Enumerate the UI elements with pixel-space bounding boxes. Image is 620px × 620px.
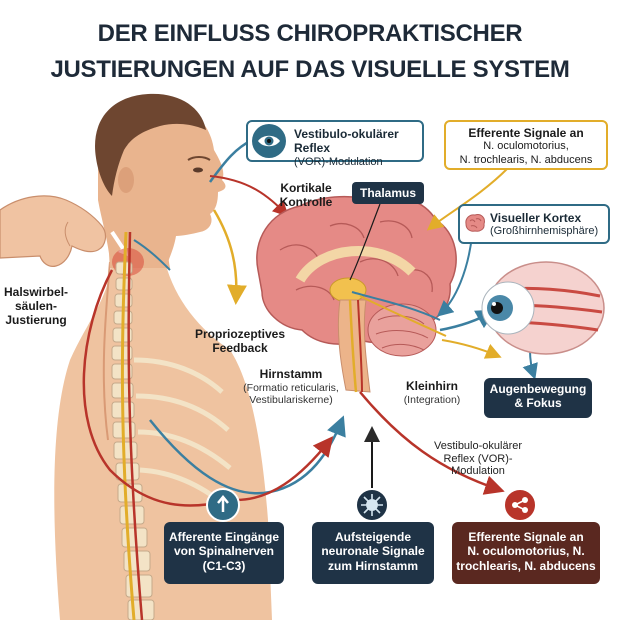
hair: [95, 93, 206, 196]
box-aufsteigende: Aufsteigende neuronale Signale zum Hirns…: [312, 522, 434, 584]
label-vor-lower: Vestibulo-okulärer Reflex (VOR)- Modulat…: [433, 440, 523, 478]
box-augenbewegung: Augenbewegung & Fokus: [484, 378, 592, 418]
label-halswirbel: Halswirbel- säulen- Justierung: [4, 285, 69, 327]
eyeball: [481, 261, 605, 355]
eye-icon: [252, 124, 286, 158]
label-kleinhirn: Kleinhirn (Integration): [403, 379, 461, 406]
title-line-1: DER EINFLUSS CHIROPRAKTISCHER: [97, 20, 523, 47]
practitioner-hand: [0, 195, 107, 267]
box-vor-top: Vestibulo-okulärer Reflex (VOR)-Modulati…: [246, 120, 424, 168]
label-proprio: Propriozeptives Feedback: [194, 327, 286, 355]
neuron-icon: [355, 488, 389, 522]
box-afferente: Afferente Eingänge von Spinalnerven (C1-…: [164, 522, 284, 584]
title-line-2: JUSTIERUNGEN AUF DAS VISUELLE SYSTEM: [50, 56, 570, 83]
brain: [256, 195, 457, 393]
label-hirnstamm: Hirnstamm (Formatio reticularis, Vestibu…: [243, 367, 339, 406]
arrow-up-icon: [206, 488, 240, 522]
box-efferent-top: Efferente Signale an N. oculomotorius, N…: [444, 120, 608, 170]
label-kortikale-kontrolle: Kortikale Kontrolle: [279, 181, 333, 209]
brain-icon: [462, 210, 488, 236]
box-efferent-bottom: Efferente Signale an N. oculomotorius, N…: [452, 522, 600, 584]
label-thalamus: Thalamus: [352, 182, 424, 204]
signal-icon: [503, 488, 537, 522]
